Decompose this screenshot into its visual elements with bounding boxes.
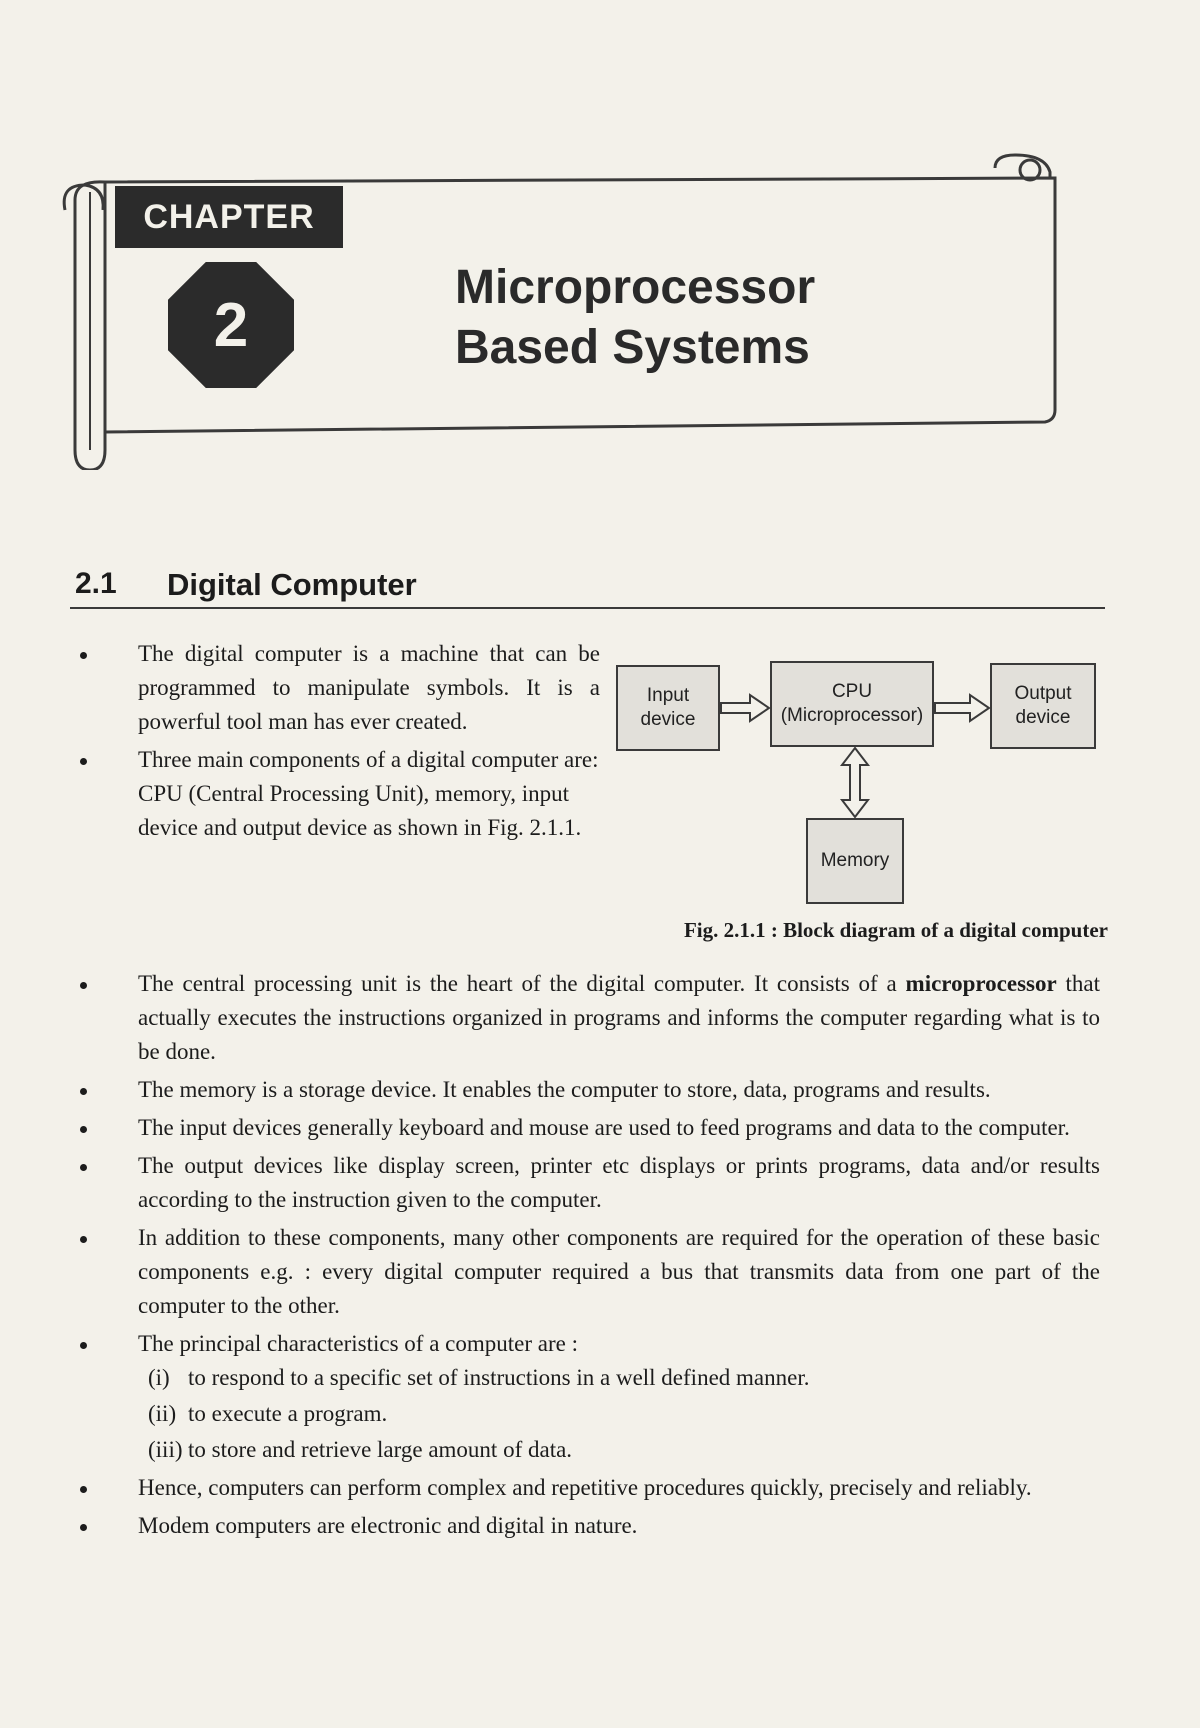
bullet-text: Modem computers are electronic and digit… bbox=[138, 1513, 638, 1538]
cpu-label-line1: CPU bbox=[831, 681, 873, 702]
bold-term: microprocessor bbox=[905, 971, 1057, 996]
bullet-text: The central processing unit is the heart… bbox=[138, 971, 897, 996]
intro-bullet-list: The digital computer is a machine that c… bbox=[70, 637, 600, 845]
chapter-title-line1: Microprocessor bbox=[455, 261, 816, 314]
bullet-text: The digital computer is a machine that c… bbox=[138, 641, 600, 734]
chapter-scroll-banner bbox=[62, 153, 1057, 470]
bullet-text: The memory is a storage device. It enabl… bbox=[138, 1077, 991, 1102]
sub-item-marker: (iii) bbox=[148, 1437, 183, 1462]
block-diagram: Input device CPU (Microprocessor) Output… bbox=[612, 655, 1102, 905]
list-item: The input devices generally keyboard and… bbox=[70, 1111, 1100, 1145]
list-item: Hence, computers can perform complex and… bbox=[70, 1471, 1100, 1505]
bullet-icon bbox=[80, 652, 87, 659]
chapter-title-line2: Based Systems bbox=[455, 321, 810, 374]
bullet-icon bbox=[80, 1236, 87, 1243]
bullet-text: In addition to these components, many ot… bbox=[138, 1225, 1100, 1318]
figure-caption: Fig. 2.1.1 : Block diagram of a digital … bbox=[683, 918, 1108, 942]
sub-item-marker: (i) bbox=[148, 1365, 170, 1390]
output-device-block: Output device bbox=[990, 663, 1096, 749]
list-item: Three main components of a digital compu… bbox=[70, 743, 600, 845]
section-heading: 2.1 Digital Computer bbox=[70, 565, 1105, 609]
bullet-icon bbox=[80, 1342, 87, 1349]
bullet-icon bbox=[80, 1126, 87, 1133]
memory-label: Memory bbox=[820, 850, 890, 871]
diagram-arrows bbox=[720, 693, 991, 819]
list-item: The principal characteristics of a compu… bbox=[70, 1327, 1100, 1361]
arrow-input-to-cpu-icon bbox=[720, 693, 771, 723]
sub-item-marker: (ii) bbox=[148, 1401, 177, 1426]
bullet-text: Three main components of a digital compu… bbox=[138, 747, 599, 840]
bullet-icon bbox=[80, 1524, 87, 1531]
input-label-line2: device bbox=[640, 709, 696, 730]
bullet-text: Hence, computers can perform complex and… bbox=[138, 1475, 1032, 1500]
input-device-block: Input device bbox=[616, 665, 720, 751]
memory-block: Memory bbox=[806, 818, 904, 904]
bullet-icon bbox=[80, 982, 87, 989]
sub-item-text: to execute a program. bbox=[188, 1401, 388, 1426]
list-item: (i) to respond to a specific set of inst… bbox=[70, 1361, 1100, 1395]
output-label-line2: device bbox=[1015, 707, 1071, 728]
arrow-cpu-memory-icon bbox=[839, 746, 871, 819]
chapter-label: CHAPTER bbox=[115, 186, 343, 248]
chapter-number: 2 bbox=[213, 290, 249, 360]
bullet-text: The input devices generally keyboard and… bbox=[138, 1115, 1070, 1140]
cpu-block: CPU (Microprocessor) bbox=[770, 661, 934, 747]
bullet-text: that actually executes the instructions … bbox=[138, 971, 1101, 1064]
list-item: (ii) to execute a program. bbox=[70, 1397, 1100, 1431]
sub-item-text: to respond to a specific set of instruct… bbox=[188, 1365, 810, 1390]
section-number: 2.1 bbox=[75, 567, 117, 600]
bullet-text: The output devices like display screen, … bbox=[138, 1153, 1100, 1212]
bullet-icon bbox=[80, 1164, 87, 1171]
list-item: The memory is a storage device. It enabl… bbox=[70, 1073, 1100, 1107]
list-item: The central processing unit is the heart… bbox=[70, 967, 1100, 1069]
section-title: Digital Computer bbox=[167, 567, 417, 602]
main-bullet-list: The central processing unit is the heart… bbox=[70, 967, 1100, 1543]
chapter-number-badge bbox=[168, 262, 294, 388]
list-item: The output devices like display screen, … bbox=[70, 1149, 1100, 1217]
bullet-icon bbox=[80, 758, 87, 765]
list-item: Modem computers are electronic and digit… bbox=[70, 1509, 1100, 1543]
list-item: The digital computer is a machine that c… bbox=[70, 637, 600, 739]
bullet-icon bbox=[80, 1088, 87, 1095]
output-label-line1: Output bbox=[1014, 683, 1072, 704]
sub-item-text: to store and retrieve large amount of da… bbox=[188, 1437, 573, 1462]
list-item: (iii) to store and retrieve large amount… bbox=[70, 1433, 1100, 1467]
cpu-label-line2: (Microprocessor) bbox=[780, 705, 924, 726]
list-item: In addition to these components, many ot… bbox=[70, 1221, 1100, 1323]
chapter-title: Microprocessor Based Systems bbox=[455, 258, 1055, 378]
arrow-cpu-to-output-icon bbox=[934, 693, 991, 723]
bullet-text: The principal characteristics of a compu… bbox=[138, 1331, 578, 1356]
bullet-icon bbox=[80, 1486, 87, 1493]
input-label-line1: Input bbox=[646, 685, 690, 706]
